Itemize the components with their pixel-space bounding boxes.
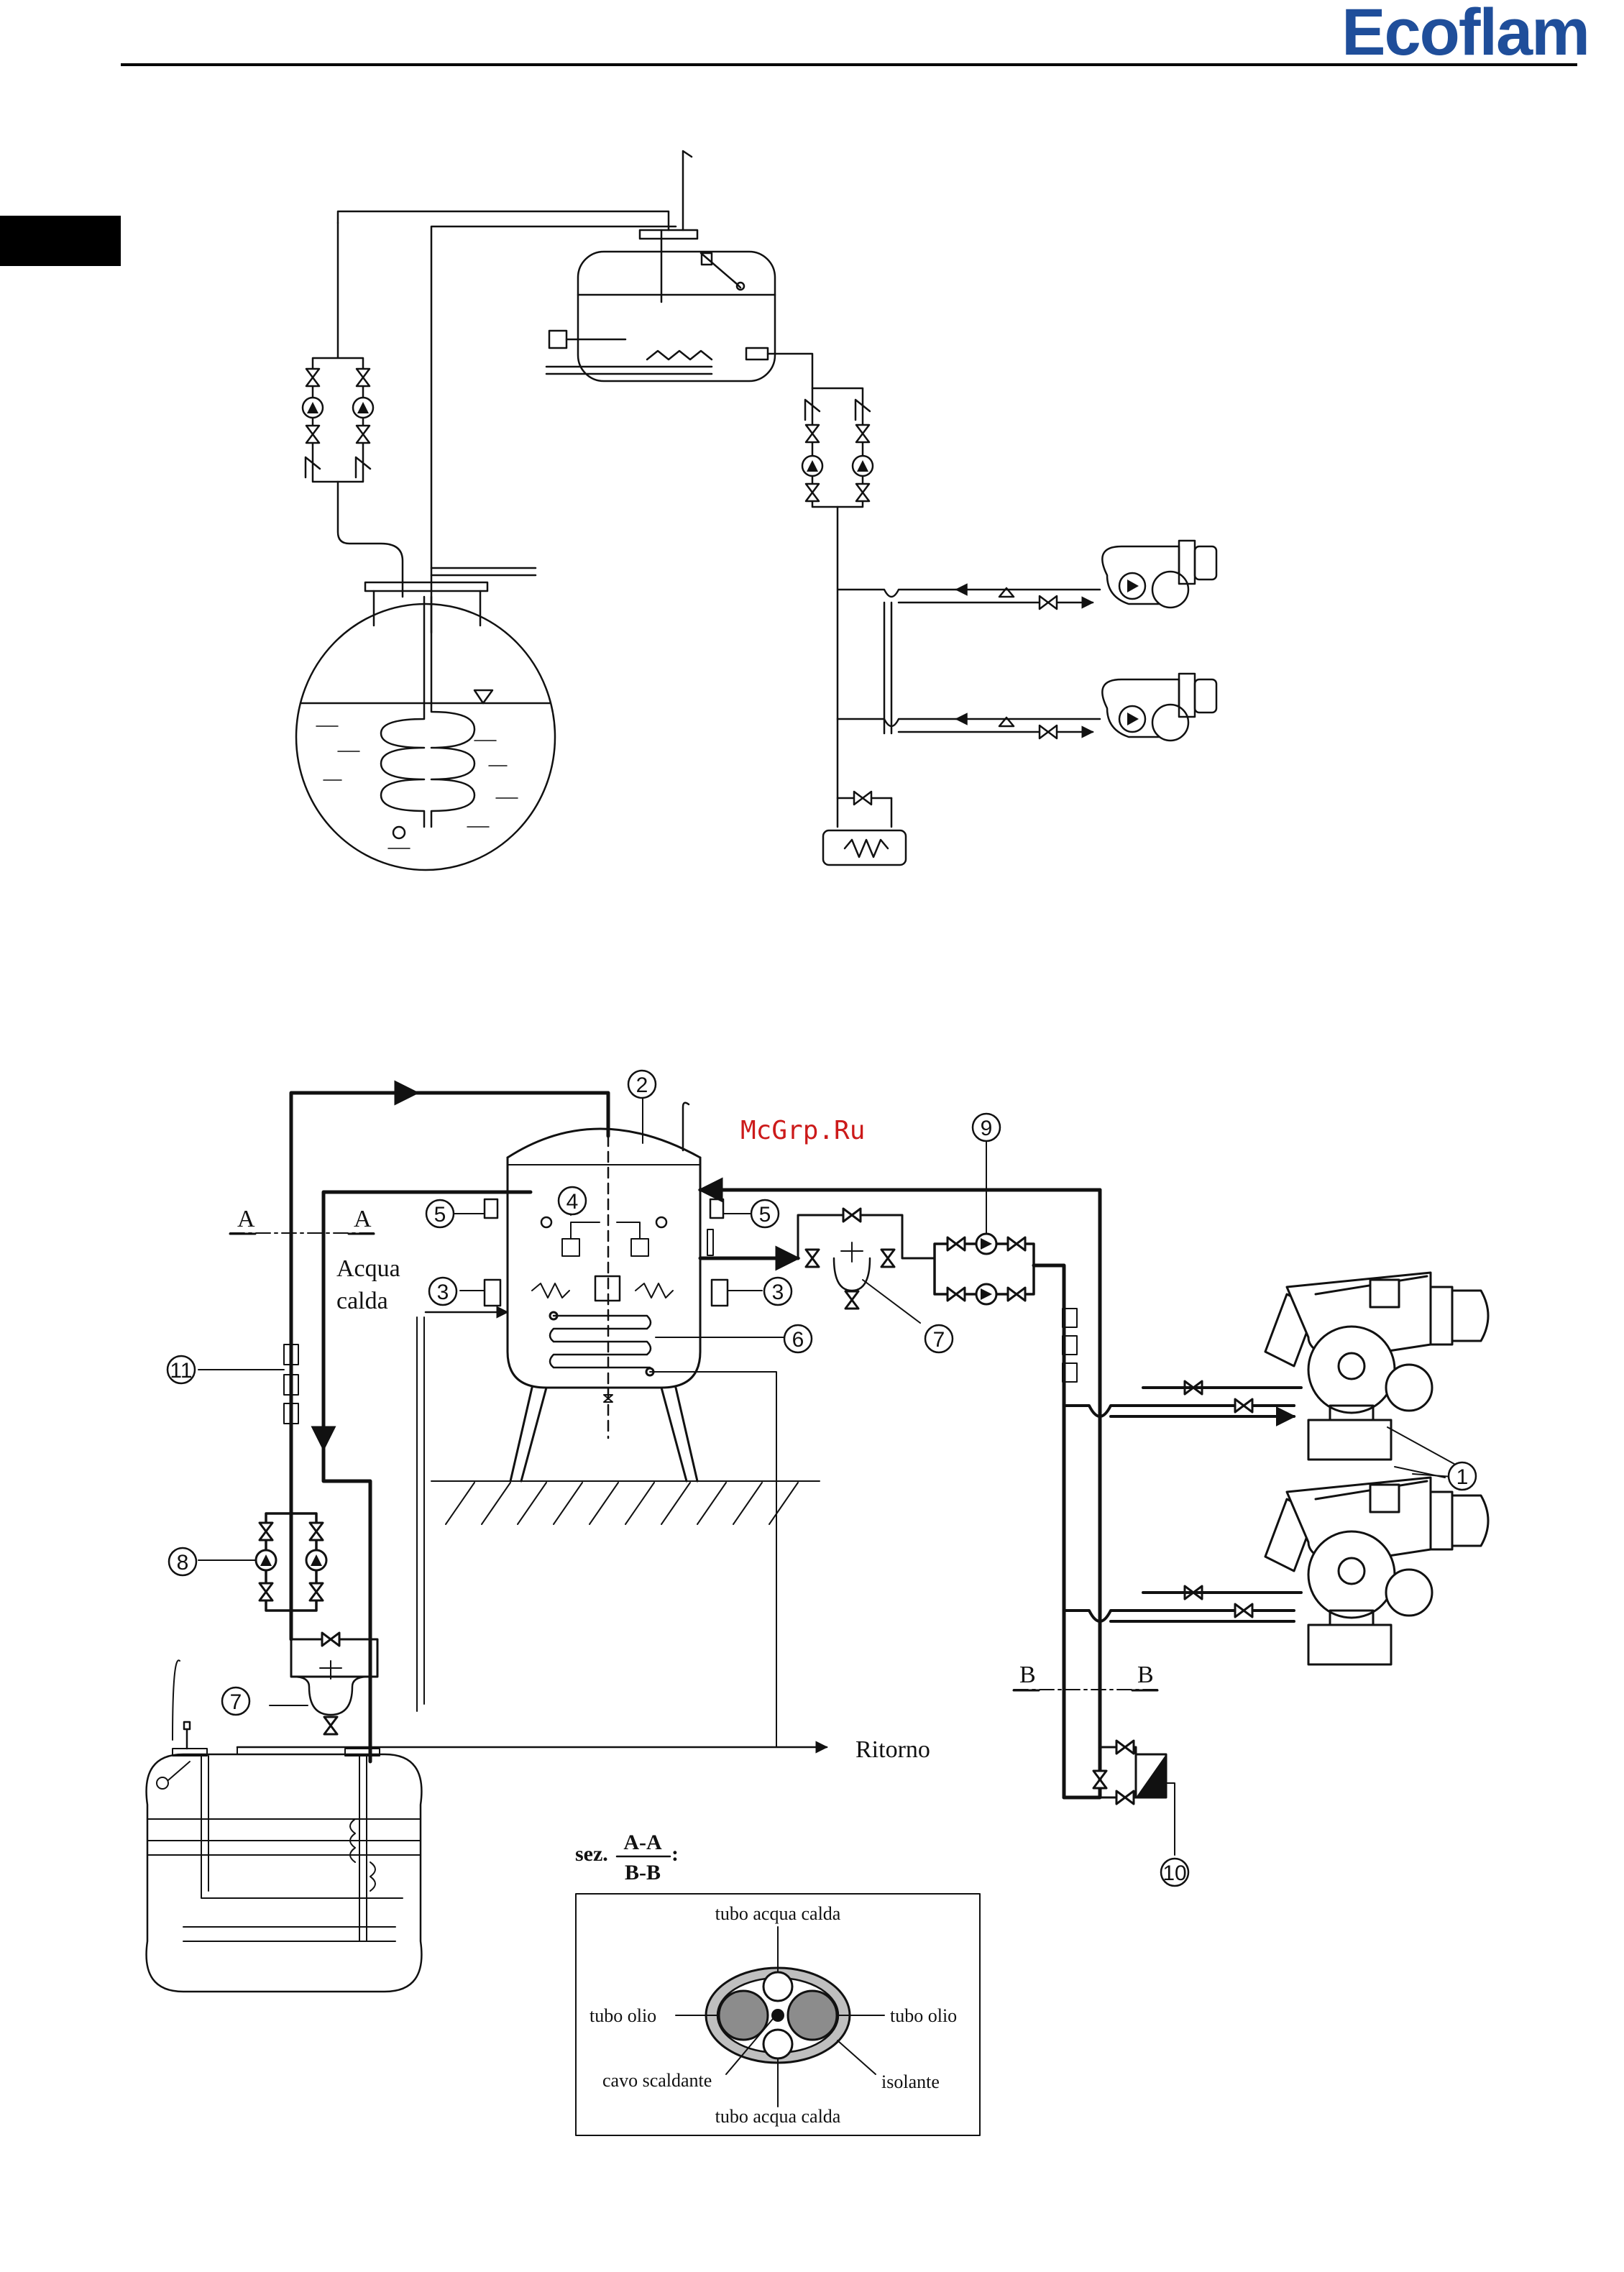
callout-9: 9 — [981, 1117, 993, 1140]
callout-10: 10 — [1162, 1861, 1186, 1885]
pressure-regulator — [823, 830, 906, 865]
label-oil-pipe-right: tubo olio — [890, 2005, 957, 2026]
water-pipe-bottom — [763, 2030, 792, 2058]
callout-4: 4 — [566, 1190, 579, 1214]
oil-pipe-left — [719, 1991, 768, 2040]
callout-3-right: 3 — [772, 1281, 784, 1304]
upper-scheme — [296, 151, 1216, 870]
label-water-pipe-bottom: tubo acqua calda — [715, 2106, 841, 2127]
section-marker-a-right: A — [354, 1206, 372, 1232]
callout-5-right: 5 — [759, 1203, 771, 1227]
heater-coil — [647, 351, 712, 359]
watermark: McGrp.Ru — [740, 1116, 865, 1145]
lower-scheme — [147, 1093, 1488, 1992]
section-marker-b-right: B — [1137, 1662, 1154, 1688]
main-tank — [296, 604, 555, 870]
callout-1: 1 — [1456, 1465, 1469, 1489]
upper-burner-2 — [1102, 674, 1216, 741]
water-pipe-top — [763, 1972, 792, 2001]
callout-11: 11 — [170, 1359, 192, 1383]
heating-cable — [771, 2009, 784, 2022]
burner-2 — [1265, 1478, 1488, 1664]
hot-water-label-line1: Acqua — [336, 1255, 400, 1282]
return-label: Ritorno — [855, 1736, 930, 1763]
callout-7-left: 7 — [230, 1690, 242, 1714]
hot-water-label-line2: calda — [336, 1288, 388, 1314]
upper-burner-1 — [1102, 541, 1216, 608]
tank-coil — [381, 597, 424, 827]
oil-pipe-right — [788, 1991, 837, 2040]
level-sensor — [549, 331, 566, 348]
tank-flange — [640, 230, 697, 239]
burner-1 — [1265, 1273, 1488, 1460]
section-suffix: : — [671, 1842, 679, 1866]
label-insulation: isolante — [881, 2071, 940, 2092]
callout-8: 8 — [177, 1551, 189, 1575]
callout-5-left: 5 — [434, 1203, 446, 1227]
main-tank-flange — [365, 582, 487, 591]
callout-3-left: 3 — [437, 1281, 449, 1304]
section-prefix: sez. — [575, 1842, 608, 1866]
section-marker-a-left: A — [237, 1206, 255, 1232]
callout-7-right: 7 — [933, 1328, 945, 1352]
storage-tank-top — [508, 1129, 700, 1158]
callout-6: 6 — [792, 1328, 804, 1352]
storage-tank — [508, 1158, 700, 1388]
callout-2: 2 — [636, 1073, 648, 1097]
section-top: A-A — [623, 1831, 662, 1854]
label-water-pipe-top: tubo acqua calda — [715, 1903, 841, 1924]
section-detail: sez. A-A B-B : tubo acqua calda tubo a — [575, 1831, 980, 2135]
section-bottom: B-B — [625, 1861, 661, 1884]
fuel-tank — [147, 1754, 422, 1992]
label-heating-cable: cavo scaldante — [602, 2070, 712, 2091]
section-marker-b-left: B — [1019, 1662, 1036, 1688]
label-oil-pipe-left: tubo olio — [589, 2005, 656, 2026]
day-tank — [578, 252, 775, 381]
heating-coil — [550, 1316, 651, 1368]
outlet-box — [746, 348, 768, 359]
